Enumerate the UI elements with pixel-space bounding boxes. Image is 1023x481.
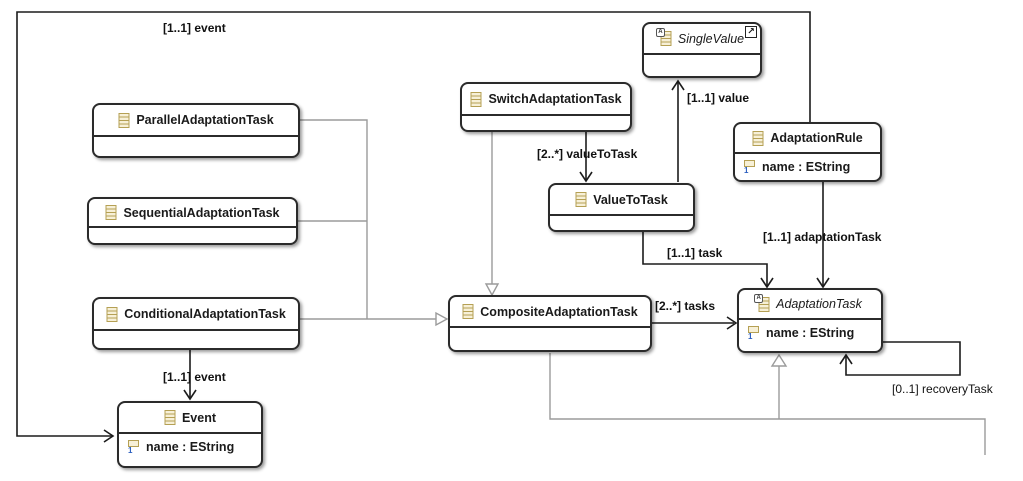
eclass-icon [752, 130, 764, 146]
class-conditional-adaptation-task[interactable]: ConditionalAdaptationTask [92, 297, 300, 350]
edge-generalization-parallel[interactable] [300, 119, 368, 319]
edge-reference-recoverytask[interactable] [839, 341, 961, 376]
class-adaptation-rule[interactable]: AdaptationRule 1 name : EString [733, 122, 882, 182]
class-name: SwitchAdaptationTask [488, 92, 622, 106]
attribute-row[interactable]: 1 name : EString [735, 154, 880, 175]
abstract-badge: A [754, 293, 764, 303]
edge-label-event-bottom[interactable]: [1..1] event [163, 370, 226, 384]
class-composite-adaptation-task[interactable]: CompositeAdaptationTask [448, 295, 652, 352]
class-title: A AdaptationTask [739, 290, 881, 320]
attribute-row[interactable]: 1 name : EString [739, 320, 881, 341]
edge-reference-adaptationtask[interactable] [816, 182, 830, 289]
class-name: CompositeAdaptationTask [480, 304, 638, 319]
class-title: A SingleValue [644, 24, 760, 55]
class-title: ConditionalAdaptationTask [94, 299, 298, 331]
class-title: SequentialAdaptationTask [89, 199, 296, 228]
class-title: ParallelAdaptationTask [94, 105, 298, 137]
class-value-to-task[interactable]: ValueToTask [548, 183, 695, 232]
edge-reference-event-top[interactable] [16, 11, 811, 443]
shortcut-arrow-icon: ↗ [745, 26, 757, 38]
eclass-icon [575, 192, 587, 207]
eclass-icon [462, 304, 474, 319]
class-title: Event [119, 403, 261, 434]
class-name: AdaptationRule [770, 131, 863, 145]
class-adaptation-task[interactable]: A AdaptationTask 1 name : EString [737, 288, 883, 353]
edge-label-value[interactable]: [1..1] value [687, 91, 750, 105]
class-name: Event [181, 410, 217, 425]
attribute-row[interactable]: 1 name : EString [119, 434, 261, 455]
edge-label-adaptationtask[interactable]: [1..1] adaptationTask [763, 230, 882, 244]
eattribute-icon: 1 [743, 159, 756, 175]
attribute-text: name : EString [762, 160, 851, 174]
edge-generalization-switch[interactable] [484, 132, 500, 297]
class-single-value[interactable]: ↗ A SingleValue [642, 22, 762, 78]
edge-reference-task[interactable] [642, 232, 774, 289]
eclass-abstract-icon: A [655, 28, 672, 46]
class-sequential-adaptation-task[interactable]: SequentialAdaptationTask [87, 197, 298, 245]
edge-reference-tasks[interactable] [652, 316, 738, 330]
edge-label-task[interactable]: [1..1] task [667, 246, 723, 260]
class-name: SingleValue [677, 31, 745, 46]
class-name: ParallelAdaptationTask [136, 113, 274, 127]
class-title: SwitchAdaptationTask [462, 84, 630, 116]
edge-label-tasks[interactable]: [2..*] tasks [655, 299, 716, 313]
eattribute-icon: 1 [127, 439, 140, 455]
edge-reference-event-bottom[interactable] [183, 350, 197, 401]
class-parallel-adaptation-task[interactable]: ParallelAdaptationTask [92, 103, 300, 158]
edge-label-event-top[interactable]: [1..1] event [163, 21, 226, 35]
edge-generalization-conditional[interactable] [300, 311, 449, 327]
class-name: SequentialAdaptationTask [123, 205, 280, 220]
class-title: CompositeAdaptationTask [450, 297, 650, 328]
eclass-icon [105, 205, 117, 220]
attribute-text: name : EString [146, 440, 235, 454]
eclass-icon [106, 306, 118, 322]
edge-label-recoverytask[interactable]: [0..1] recoveryTask [892, 382, 993, 396]
class-switch-adaptation-task[interactable]: SwitchAdaptationTask [460, 82, 632, 132]
attribute-text: name : EString [766, 326, 855, 340]
edge-reference-valuetotask[interactable] [579, 132, 593, 183]
eattribute-icon: 1 [747, 325, 760, 341]
class-name: AdaptationTask [776, 297, 862, 311]
class-event[interactable]: Event 1 name : EString [117, 401, 263, 468]
abstract-badge: A [655, 28, 665, 37]
eclass-icon [470, 91, 482, 107]
class-title: ValueToTask [550, 185, 693, 216]
edge-reference-value[interactable] [671, 79, 685, 182]
class-title: AdaptationRule [735, 124, 880, 154]
eclass-abstract-icon: A [754, 293, 770, 312]
edge-generalization-composite[interactable] [549, 353, 986, 455]
eclass-icon [118, 112, 130, 128]
edge-label-valuetotask[interactable]: [2..*] valueToTask [537, 147, 638, 161]
class-name: ValueToTask [593, 192, 668, 207]
eclass-icon [164, 410, 176, 425]
class-name: ConditionalAdaptationTask [124, 307, 286, 321]
